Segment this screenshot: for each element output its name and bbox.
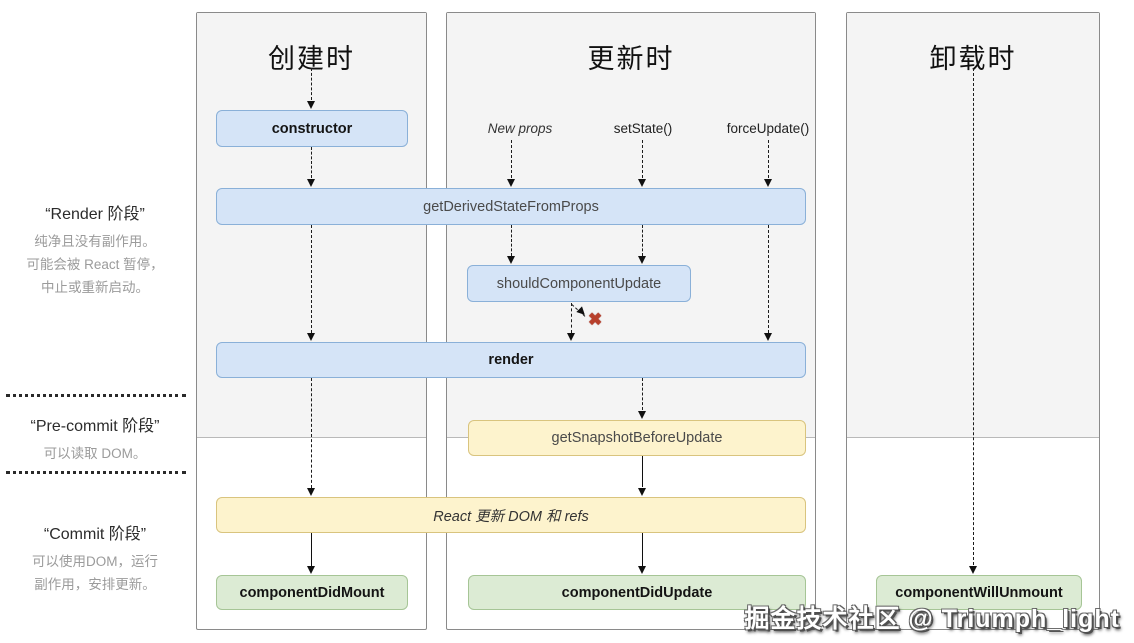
arrow-gdsfp-to-scu xyxy=(642,225,643,256)
arrow-dom-update-to-did-mount xyxy=(311,533,312,566)
arrow-title-to-constructor xyxy=(311,68,312,100)
arrow-gdsfp-to-render xyxy=(311,225,312,333)
arrow-new-props-to-gdsfp xyxy=(511,140,512,178)
arrowhead xyxy=(638,411,646,419)
arrow-set-state-to-gdsfp xyxy=(642,140,643,178)
cancel-update-icon: ✖ xyxy=(588,310,603,329)
node-render: render xyxy=(216,342,806,378)
arrowhead xyxy=(307,566,315,574)
arrowhead xyxy=(307,333,315,341)
trigger-set-state: setState() xyxy=(613,121,673,136)
arrow-title-to-will-unmount xyxy=(973,68,974,565)
phase-precommit-title: “Pre-commit 阶段” xyxy=(30,418,160,435)
watermark: 掘金技术社区 @ Triumph_light xyxy=(744,605,1120,633)
phase-render-desc: 中止或重新启动。 xyxy=(41,279,149,295)
arrow-render-to-dom-update xyxy=(311,378,312,488)
node-react-updates-dom: React 更新 DOM 和 refs xyxy=(216,497,806,533)
phase-render-desc: 可能会被 React 暂停， xyxy=(26,256,164,272)
node-component-did-mount: componentDidMount xyxy=(216,575,408,610)
arrow-snapshot-to-dom-update xyxy=(642,456,643,487)
node-get-derived-state-from-props: getDerivedStateFromProps xyxy=(216,188,806,225)
arrowhead xyxy=(507,179,515,187)
phase-commit: “Commit 阶段” 可以使用DOM，运行 副作用，安排更新。 xyxy=(0,520,190,597)
arrowhead xyxy=(507,256,515,264)
arrow-gdsfp-to-scu xyxy=(511,225,512,256)
arrow-render-to-snapshot xyxy=(642,378,643,410)
arrow-force-update-to-render xyxy=(768,225,769,333)
arrowhead xyxy=(638,256,646,264)
phase-commit-title: “Commit 阶段” xyxy=(43,526,147,543)
phase-divider xyxy=(6,394,186,397)
node-get-snapshot-before-update: getSnapshotBeforeUpdate xyxy=(468,420,806,456)
arrowhead xyxy=(307,179,315,187)
phase-render: “Render 阶段” 纯净且没有副作用。 可能会被 React 暂停， 中止或… xyxy=(0,200,190,300)
phase-commit-desc: 可以使用DOM，运行 xyxy=(32,554,158,569)
trigger-new-props: New props xyxy=(487,121,553,136)
phase-precommit: “Pre-commit 阶段” 可以读取 DOM。 xyxy=(0,412,190,466)
phase-render-desc: 纯净且没有副作用。 xyxy=(34,234,156,249)
phase-precommit-desc: 可以读取 DOM。 xyxy=(43,446,147,461)
arrow-force-update-to-gdsfp xyxy=(768,140,769,178)
panel-updating: 更新时 xyxy=(446,12,816,630)
arrow-scu-to-render xyxy=(571,303,572,333)
column-title-unmounting: 卸载时 xyxy=(929,44,1017,74)
arrowhead xyxy=(307,101,315,109)
arrowhead xyxy=(638,566,646,574)
node-should-component-update: shouldComponentUpdate xyxy=(467,265,691,302)
arrowhead xyxy=(764,179,772,187)
phase-commit-desc: 副作用，安排更新。 xyxy=(34,576,156,592)
arrowhead xyxy=(307,488,315,496)
arrowhead xyxy=(567,333,575,341)
arrowhead xyxy=(764,333,772,341)
arrow-constructor-to-gdsfp xyxy=(311,147,312,178)
node-constructor: constructor xyxy=(216,110,408,147)
arrowhead xyxy=(638,179,646,187)
phase-render-title: “Render 阶段” xyxy=(45,206,145,223)
column-title-updating: 更新时 xyxy=(587,44,675,74)
trigger-force-update: forceUpdate() xyxy=(726,121,810,136)
node-component-will-unmount: componentWillUnmount xyxy=(876,575,1082,610)
arrow-dom-update-to-did-update xyxy=(642,533,643,566)
arrowhead xyxy=(638,488,646,496)
arrowhead xyxy=(969,566,977,574)
column-title-mounting: 创建时 xyxy=(268,44,355,74)
node-component-did-update: componentDidUpdate xyxy=(468,575,806,610)
phase-divider xyxy=(6,471,186,474)
